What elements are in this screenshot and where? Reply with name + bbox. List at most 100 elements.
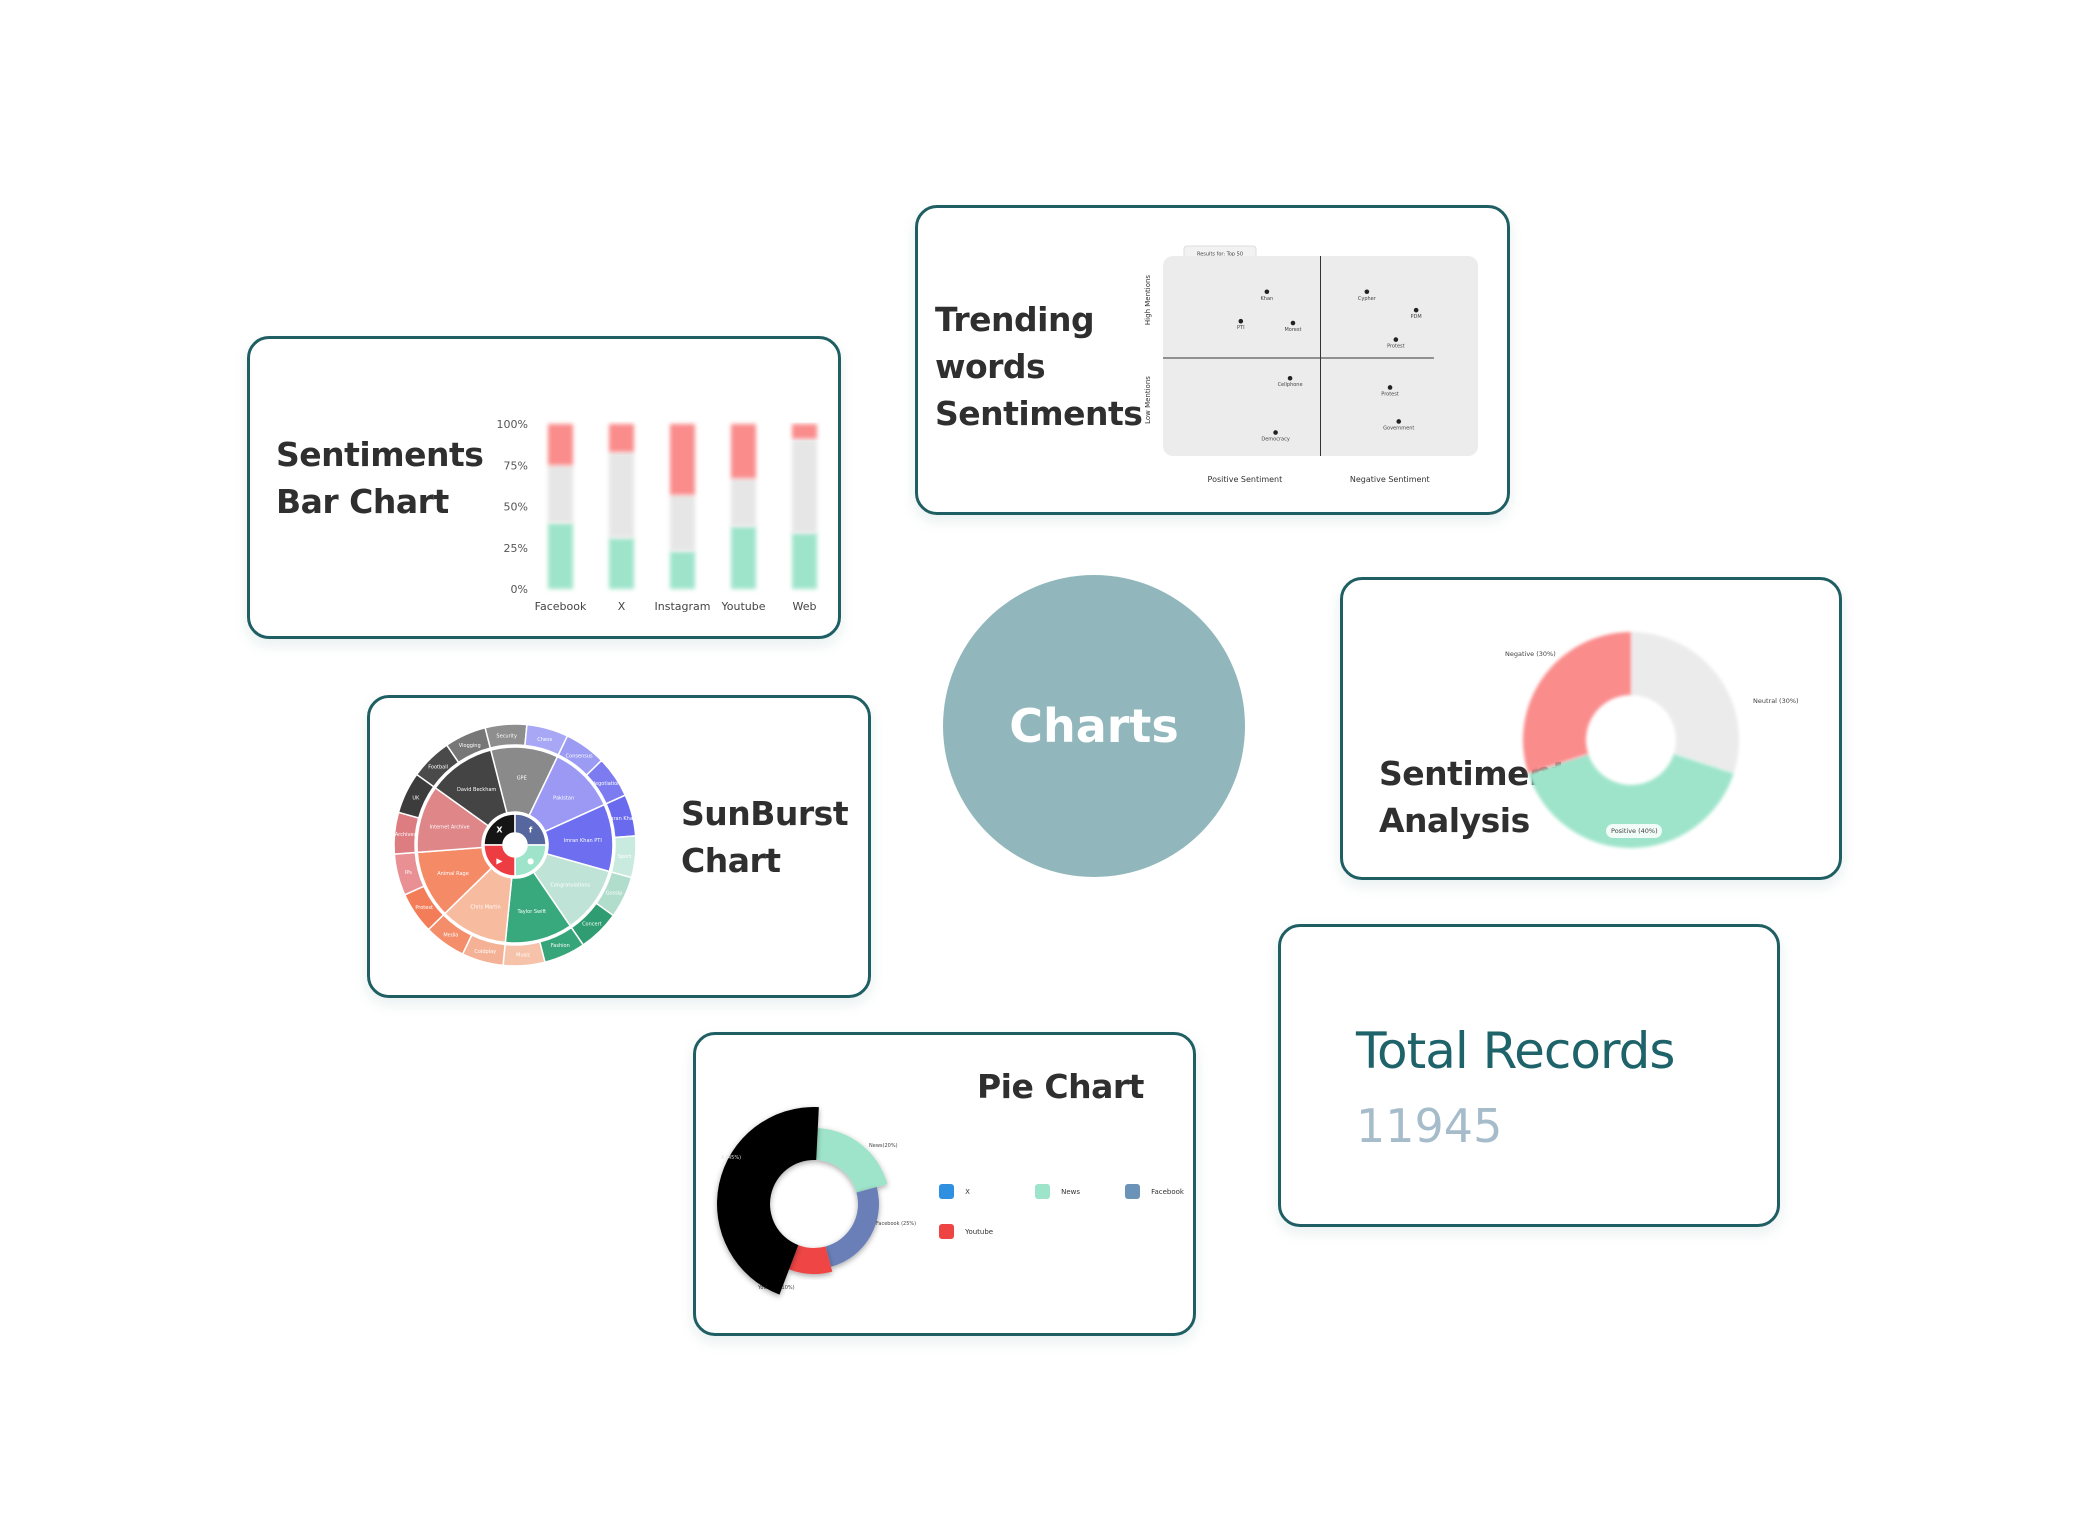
bar-segment-neutral bbox=[609, 452, 634, 538]
bar-segment-neutral bbox=[731, 478, 756, 527]
y-tick-label: 75% bbox=[504, 459, 528, 472]
sunburst-middle-segment-label: Chris Martin bbox=[470, 904, 500, 910]
bar-segment-negative bbox=[609, 424, 634, 453]
pie-legend: X News Facebook Youtube bbox=[939, 1181, 1189, 1251]
sunburst-outer-segment-label: Concert bbox=[582, 922, 602, 928]
bar-segment-neutral bbox=[548, 465, 573, 523]
sunburst-middle-segment-label: Imran Khan PTI bbox=[564, 838, 602, 844]
bar-segment-negative bbox=[731, 424, 756, 479]
scatter-point-label: Cypher bbox=[1358, 296, 1377, 302]
pie-chart-card[interactable]: Pie Chart News(20%)Facebook (25%)Youtube… bbox=[693, 1032, 1196, 1336]
scatter-point bbox=[1413, 307, 1419, 313]
y-tick-label: 100% bbox=[497, 418, 528, 431]
sunburst-middle-segment-label: Animal Rage bbox=[437, 871, 469, 877]
sunburst-middle-segment bbox=[434, 749, 508, 827]
x-tick-label: Web bbox=[793, 600, 817, 613]
bar-segment-positive bbox=[548, 523, 573, 589]
sentiments-bar-chart-card[interactable]: Sentiments Bar Chart 0%25%50%75%100%Face… bbox=[247, 336, 841, 639]
sunburst-outer-segment-label: Protest bbox=[415, 905, 433, 911]
bar-segment-positive bbox=[792, 532, 817, 589]
donut-label-pill bbox=[1500, 647, 1556, 661]
scatter-point bbox=[1396, 419, 1402, 424]
sunburst-outer-segment-label: Sport bbox=[618, 854, 631, 860]
y-tick-label: 25% bbox=[504, 542, 528, 555]
pie-slice bbox=[789, 1245, 833, 1274]
total-records-card[interactable]: Total Records 11945 bbox=[1278, 924, 1780, 1227]
pie-slice-label: News(20%) bbox=[869, 1143, 898, 1149]
sunburst-outer-segment-label: Fashion bbox=[551, 943, 570, 949]
hub-label: Charts bbox=[1009, 699, 1179, 753]
total-records-title: Total Records bbox=[1356, 1022, 1675, 1080]
legend-item-facebook[interactable]: Facebook bbox=[1125, 1181, 1184, 1200]
x-tick-label: Instagram bbox=[655, 600, 711, 613]
pie-slice bbox=[825, 1187, 879, 1267]
youtube-icon: ▶ bbox=[496, 857, 503, 866]
legend-item-x[interactable]: X bbox=[939, 1181, 970, 1200]
sunburst-outer-segment-label: Consensus bbox=[566, 754, 593, 760]
pie-card-title: Pie Chart bbox=[977, 1067, 1144, 1106]
legend-label: Youtube bbox=[965, 1227, 994, 1236]
quadrant-y-label: High Mentions bbox=[1144, 275, 1152, 326]
legend-label: X bbox=[965, 1187, 970, 1196]
donut-slice-label: Negative (30%) bbox=[1505, 650, 1556, 658]
sentiment-analysis-card[interactable]: Sentiment Analysis Neutral (30%)Positive… bbox=[1340, 577, 1842, 880]
sunburst-outer-segment-label: Negotiation bbox=[591, 781, 620, 787]
sentiment-donut-chart: Neutral (30%)Positive (40%)Negative (30%… bbox=[1500, 632, 1804, 848]
news-icon: ● bbox=[527, 857, 534, 866]
x-tick-label: Youtube bbox=[721, 600, 766, 613]
bar-segment-positive bbox=[731, 526, 756, 589]
donut-slice bbox=[1523, 632, 1631, 774]
donut-slice bbox=[1631, 632, 1739, 774]
sunburst-outer-segment-label: Gossip bbox=[606, 891, 623, 897]
x-icon: X bbox=[496, 825, 503, 834]
sunburst-outer-segment-label: Vlogging bbox=[459, 743, 481, 749]
bar-segment-negative bbox=[670, 424, 695, 495]
trending-words-card[interactable]: Trending words Sentiments Results for: T… bbox=[915, 205, 1510, 515]
pie-slice bbox=[816, 1128, 888, 1193]
y-tick-label: 50% bbox=[504, 501, 528, 514]
quadrant-x-label: Positive Sentiment bbox=[1208, 475, 1283, 484]
scatter-point-label: Cellphone bbox=[1278, 382, 1303, 388]
pie-slice bbox=[717, 1107, 819, 1295]
pie-slice-label: X (45%) bbox=[721, 1155, 741, 1161]
sunburst-outer-segment-label: UK bbox=[412, 795, 420, 801]
sunburst-middle-segment-label: David Beckham bbox=[457, 787, 496, 793]
scatter-point-label: Protest bbox=[1387, 344, 1405, 350]
bar-segment-negative bbox=[792, 424, 817, 439]
bar-segment-negative bbox=[548, 424, 573, 466]
sunburst-inner-segment bbox=[483, 844, 516, 877]
scatter-point bbox=[1364, 289, 1370, 295]
sunburst-middle-segment-label: Congratulations bbox=[550, 883, 590, 889]
sunburst-outer-segment-label: Security bbox=[496, 733, 517, 739]
bar-card-title: Sentiments Bar Chart bbox=[276, 435, 484, 521]
sunburst-outer-segment-label: Chess bbox=[537, 737, 552, 743]
scatter-point-label: PDM bbox=[1411, 314, 1422, 320]
sunburst-outer-segment bbox=[445, 726, 492, 764]
legend-label: Facebook bbox=[1151, 1187, 1184, 1196]
donut-slice-label: Neutral (30%) bbox=[1753, 697, 1799, 705]
scatter-point-label: Government bbox=[1383, 425, 1414, 431]
charts-hub-circle[interactable]: Charts bbox=[943, 575, 1245, 877]
legend-swatch bbox=[939, 1184, 954, 1199]
donut-slice bbox=[1528, 753, 1734, 848]
bar-segment-neutral bbox=[670, 494, 695, 552]
scatter-point bbox=[1387, 385, 1393, 390]
scatter-point-label: Morest bbox=[1284, 327, 1301, 333]
sunburst-middle-segment-label: Internet Archive bbox=[429, 825, 469, 831]
legend-swatch bbox=[1125, 1184, 1140, 1199]
sunburst-outer-segment-label: Coldplay bbox=[474, 949, 496, 955]
legend-item-news[interactable]: News bbox=[1035, 1181, 1080, 1200]
sunburst-outer-segment-label: Imran Khan bbox=[607, 816, 636, 822]
sunburst-outer-segment-label: Archives bbox=[395, 832, 417, 838]
sunburst-center-hole bbox=[503, 833, 527, 857]
sunburst-outer-segment-label: Football bbox=[428, 764, 448, 770]
scatter-point bbox=[1238, 318, 1244, 324]
y-tick-label: 0% bbox=[511, 583, 528, 596]
legend-item-youtube[interactable]: Youtube bbox=[939, 1221, 993, 1240]
trending-card-title: Trending words Sentiments bbox=[935, 300, 1143, 433]
sunburst-card-title: SunBurst Chart bbox=[681, 794, 849, 880]
sunburst-outer-segment-label: IPs bbox=[405, 870, 412, 876]
sunburst-outer-segment-label: Music bbox=[516, 953, 530, 959]
